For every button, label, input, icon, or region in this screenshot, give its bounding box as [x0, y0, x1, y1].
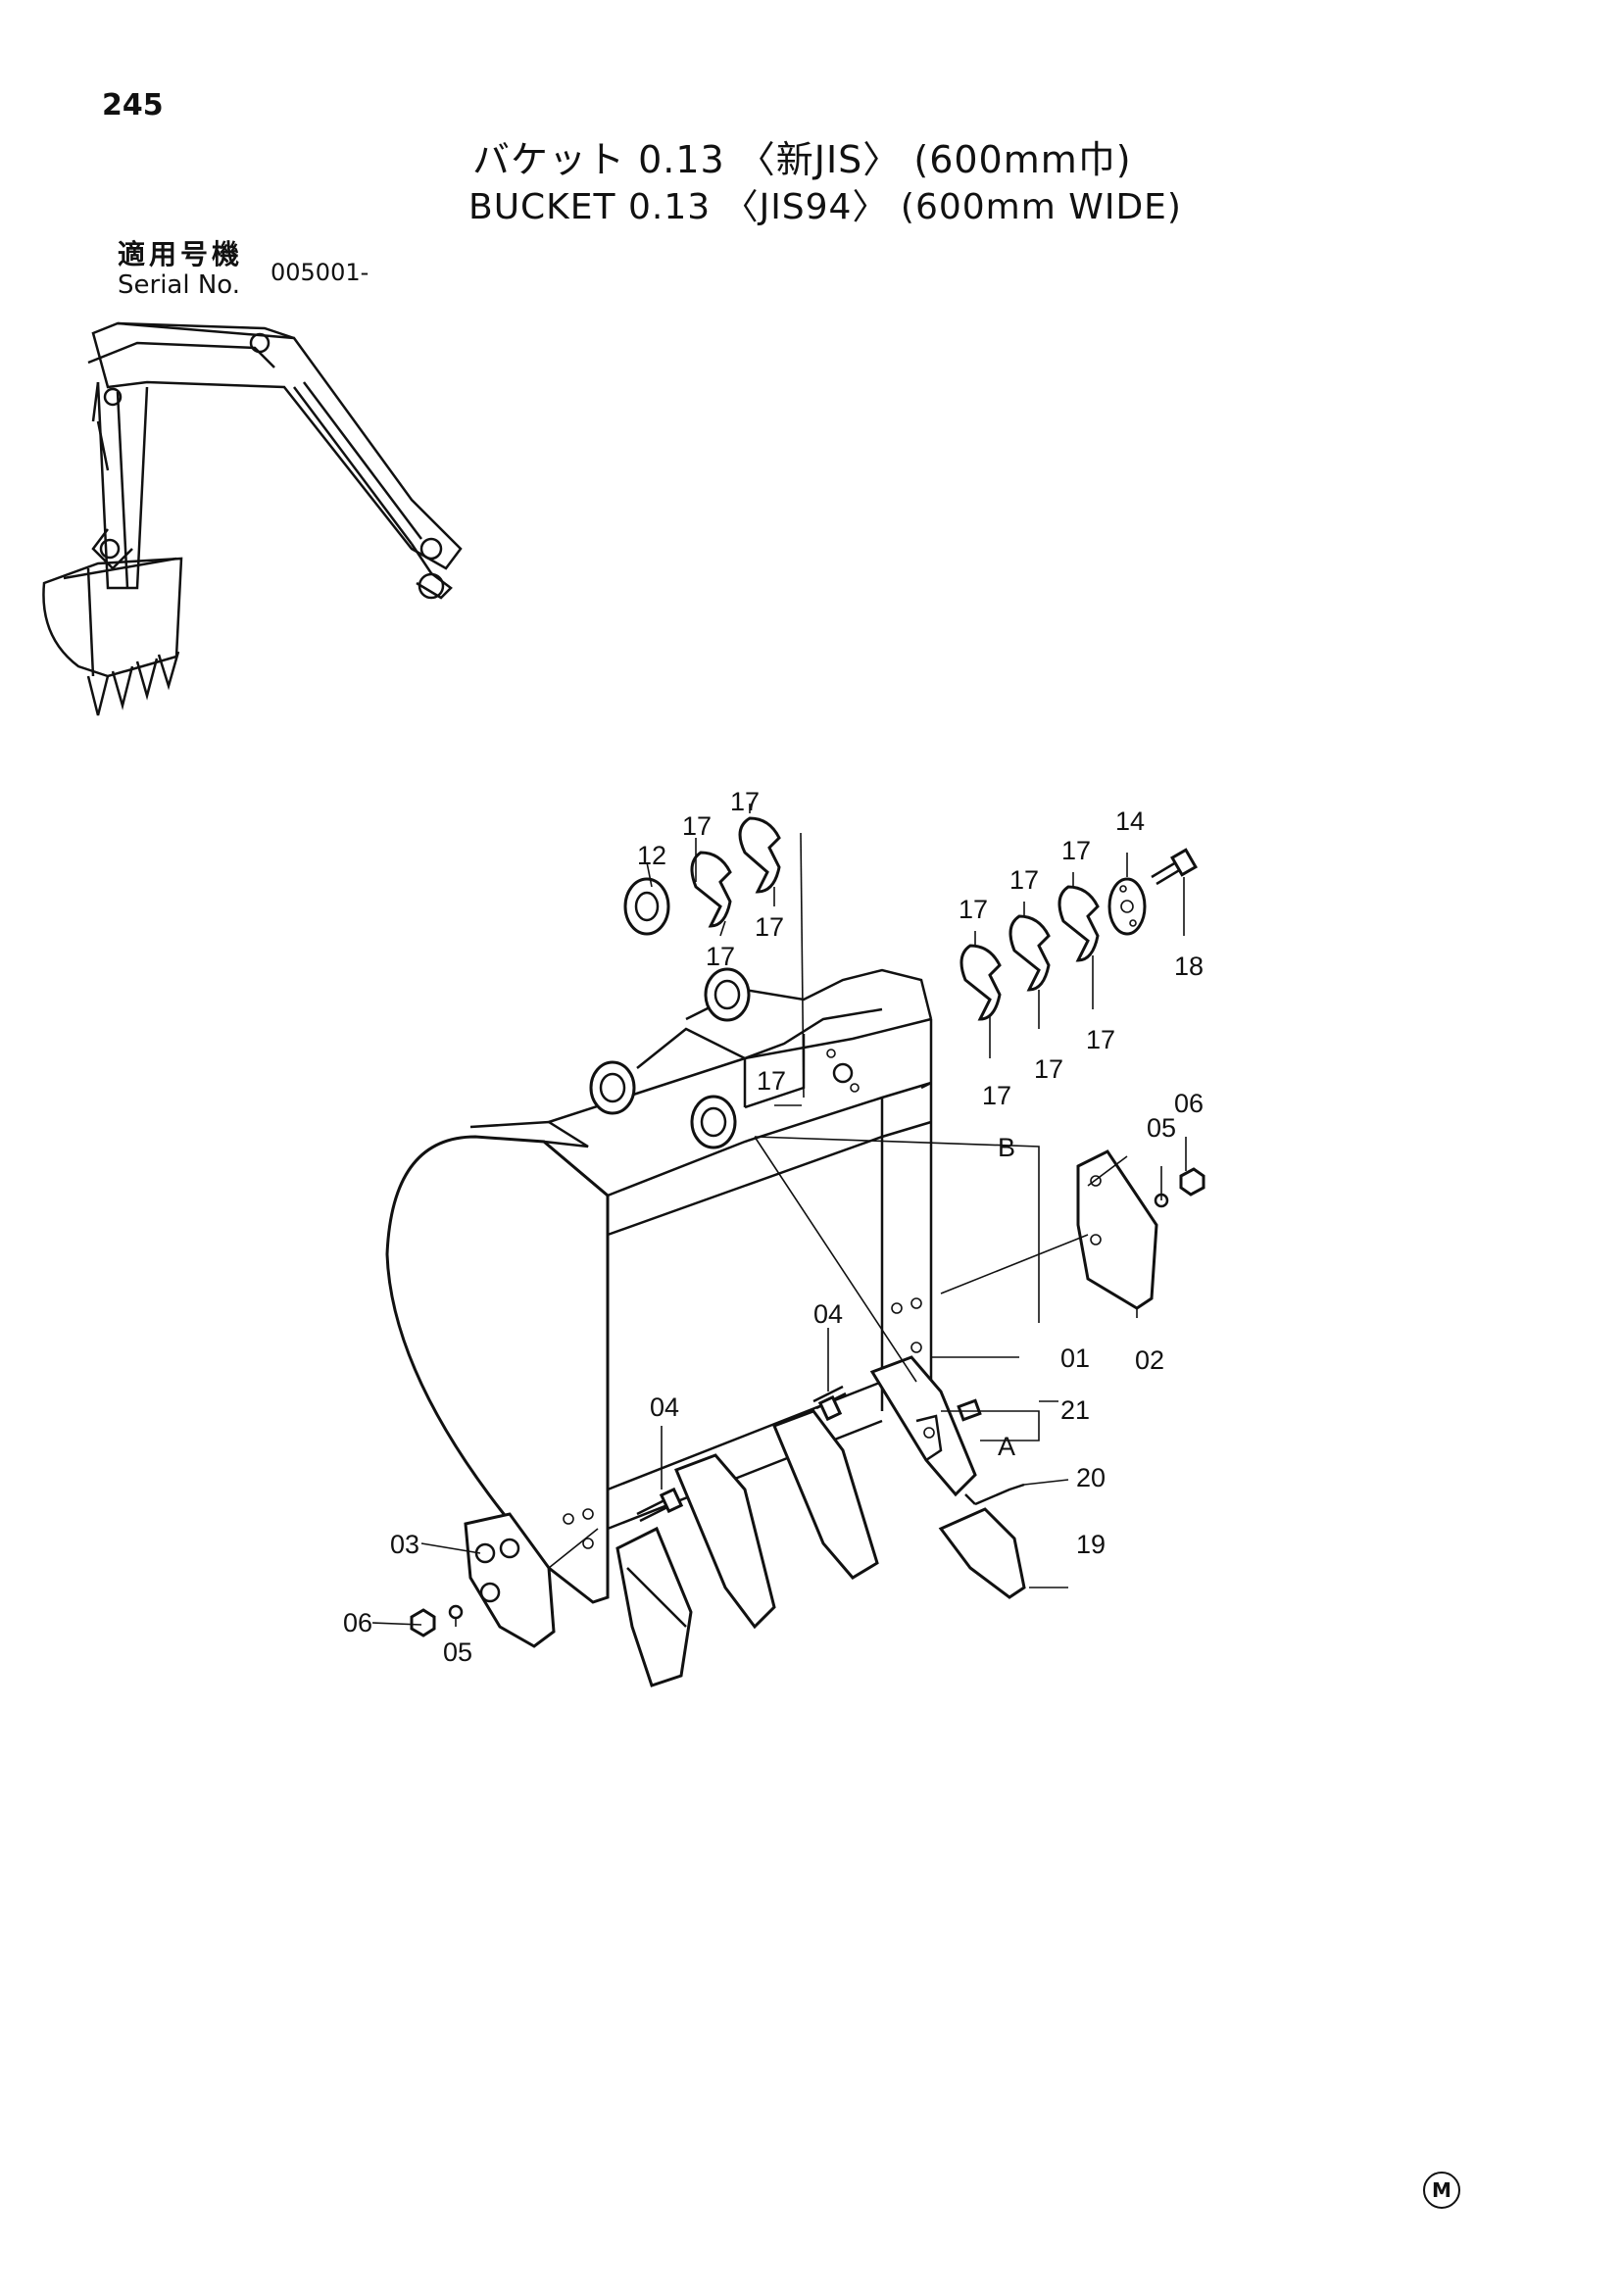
part-label-17: 17 [982, 1081, 1011, 1110]
manufacturer-mark: M [1423, 2172, 1460, 2209]
part-label-17: 17 [755, 912, 784, 942]
part-label-17: 17 [706, 942, 735, 971]
part-label-12: 12 [637, 841, 666, 870]
part-label-05: 05 [1147, 1113, 1176, 1143]
serial-value: 005001- [270, 259, 369, 286]
serial-label-jp: 適用号機 [118, 238, 244, 270]
part-label-01: 01 [1060, 1343, 1090, 1373]
part-label-20: 20 [1076, 1463, 1106, 1492]
part-label-21: 21 [1060, 1395, 1090, 1425]
part-label-14: 14 [1115, 806, 1145, 836]
part-label-17: 17 [730, 787, 760, 816]
part-label-A: A [998, 1432, 1015, 1461]
part-label-17: 17 [1086, 1025, 1115, 1054]
part-label-04: 04 [650, 1392, 679, 1422]
part-label-04: 04 [813, 1299, 843, 1329]
part-label-05: 05 [443, 1637, 472, 1667]
part-label-17: 17 [1034, 1054, 1063, 1084]
part-label-18: 18 [1174, 952, 1204, 981]
part-label-17: 17 [959, 895, 988, 924]
part-label-06: 06 [343, 1608, 372, 1637]
page-title-en: BUCKET 0.13 〈JIS94〉 (600mm WIDE) [468, 187, 1182, 227]
part-label-17: 17 [757, 1066, 786, 1096]
part-label-02: 02 [1135, 1345, 1164, 1375]
page-number: 245 [102, 88, 164, 122]
part-label-03: 03 [390, 1530, 419, 1559]
part-label-17: 17 [682, 811, 712, 841]
part-label-B: B [998, 1133, 1015, 1162]
part-label-19: 19 [1076, 1530, 1106, 1559]
part-label-06: 06 [1174, 1089, 1204, 1118]
page-title-jp: バケット 0.13 〈新JIS〉 (600mm巾) [472, 138, 1132, 181]
serial-label-en: Serial No. [118, 270, 240, 300]
part-label-17: 17 [1009, 865, 1039, 895]
part-label-17: 17 [1061, 836, 1091, 865]
